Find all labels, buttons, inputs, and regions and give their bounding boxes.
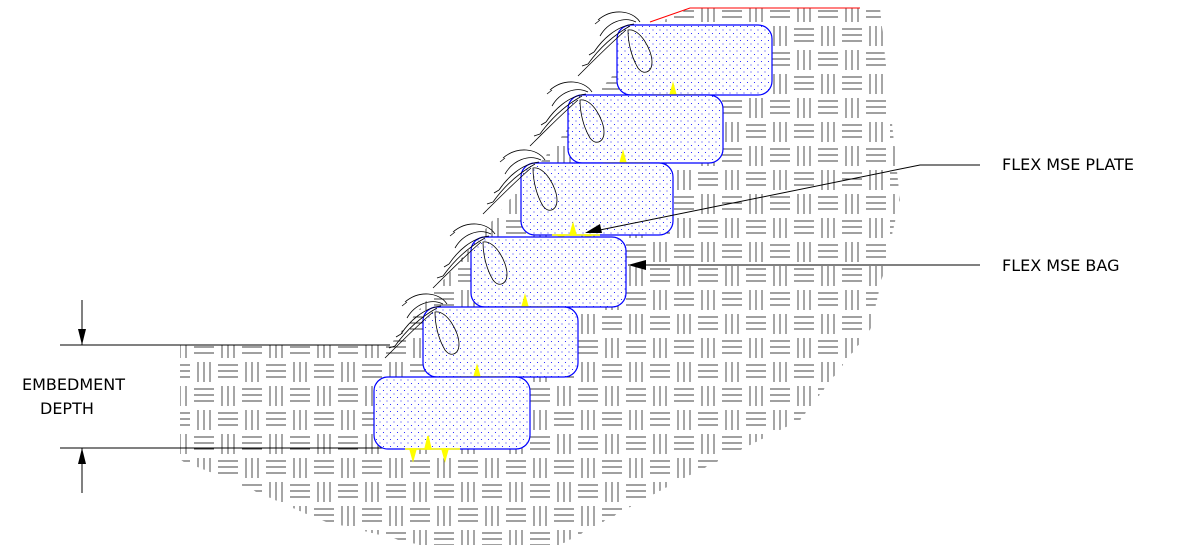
flex-mse-bag xyxy=(482,149,674,247)
vegetation-icon xyxy=(577,11,641,77)
leader-arrow-icon xyxy=(628,260,646,270)
callout-plate: FLEX MSE PLATE xyxy=(585,155,1134,233)
flex-mse-bag xyxy=(577,11,773,107)
embedment-label-line2: DEPTH xyxy=(40,399,94,418)
label-flex-mse-plate: FLEX MSE PLATE xyxy=(1002,155,1134,174)
arrow-down-icon xyxy=(78,329,86,345)
leader-arrow-icon xyxy=(585,224,602,233)
vegetation-icon xyxy=(384,293,448,359)
arrow-up-icon xyxy=(78,448,86,464)
embedment-dimension: EMBEDMENT DEPTH xyxy=(22,300,390,493)
flex-mse-bag xyxy=(373,376,531,463)
vegetation-icon xyxy=(529,81,593,147)
label-flex-mse-bag: FLEX MSE BAG xyxy=(1002,256,1119,275)
embedment-label-line1: EMBEDMENT xyxy=(22,375,125,394)
flex-mse-plate xyxy=(405,435,460,463)
vegetation-icon xyxy=(482,149,546,215)
bag-stack xyxy=(373,11,773,463)
vegetation-icon xyxy=(432,223,496,289)
callout-bag: FLEX MSE BAG xyxy=(628,256,1119,275)
